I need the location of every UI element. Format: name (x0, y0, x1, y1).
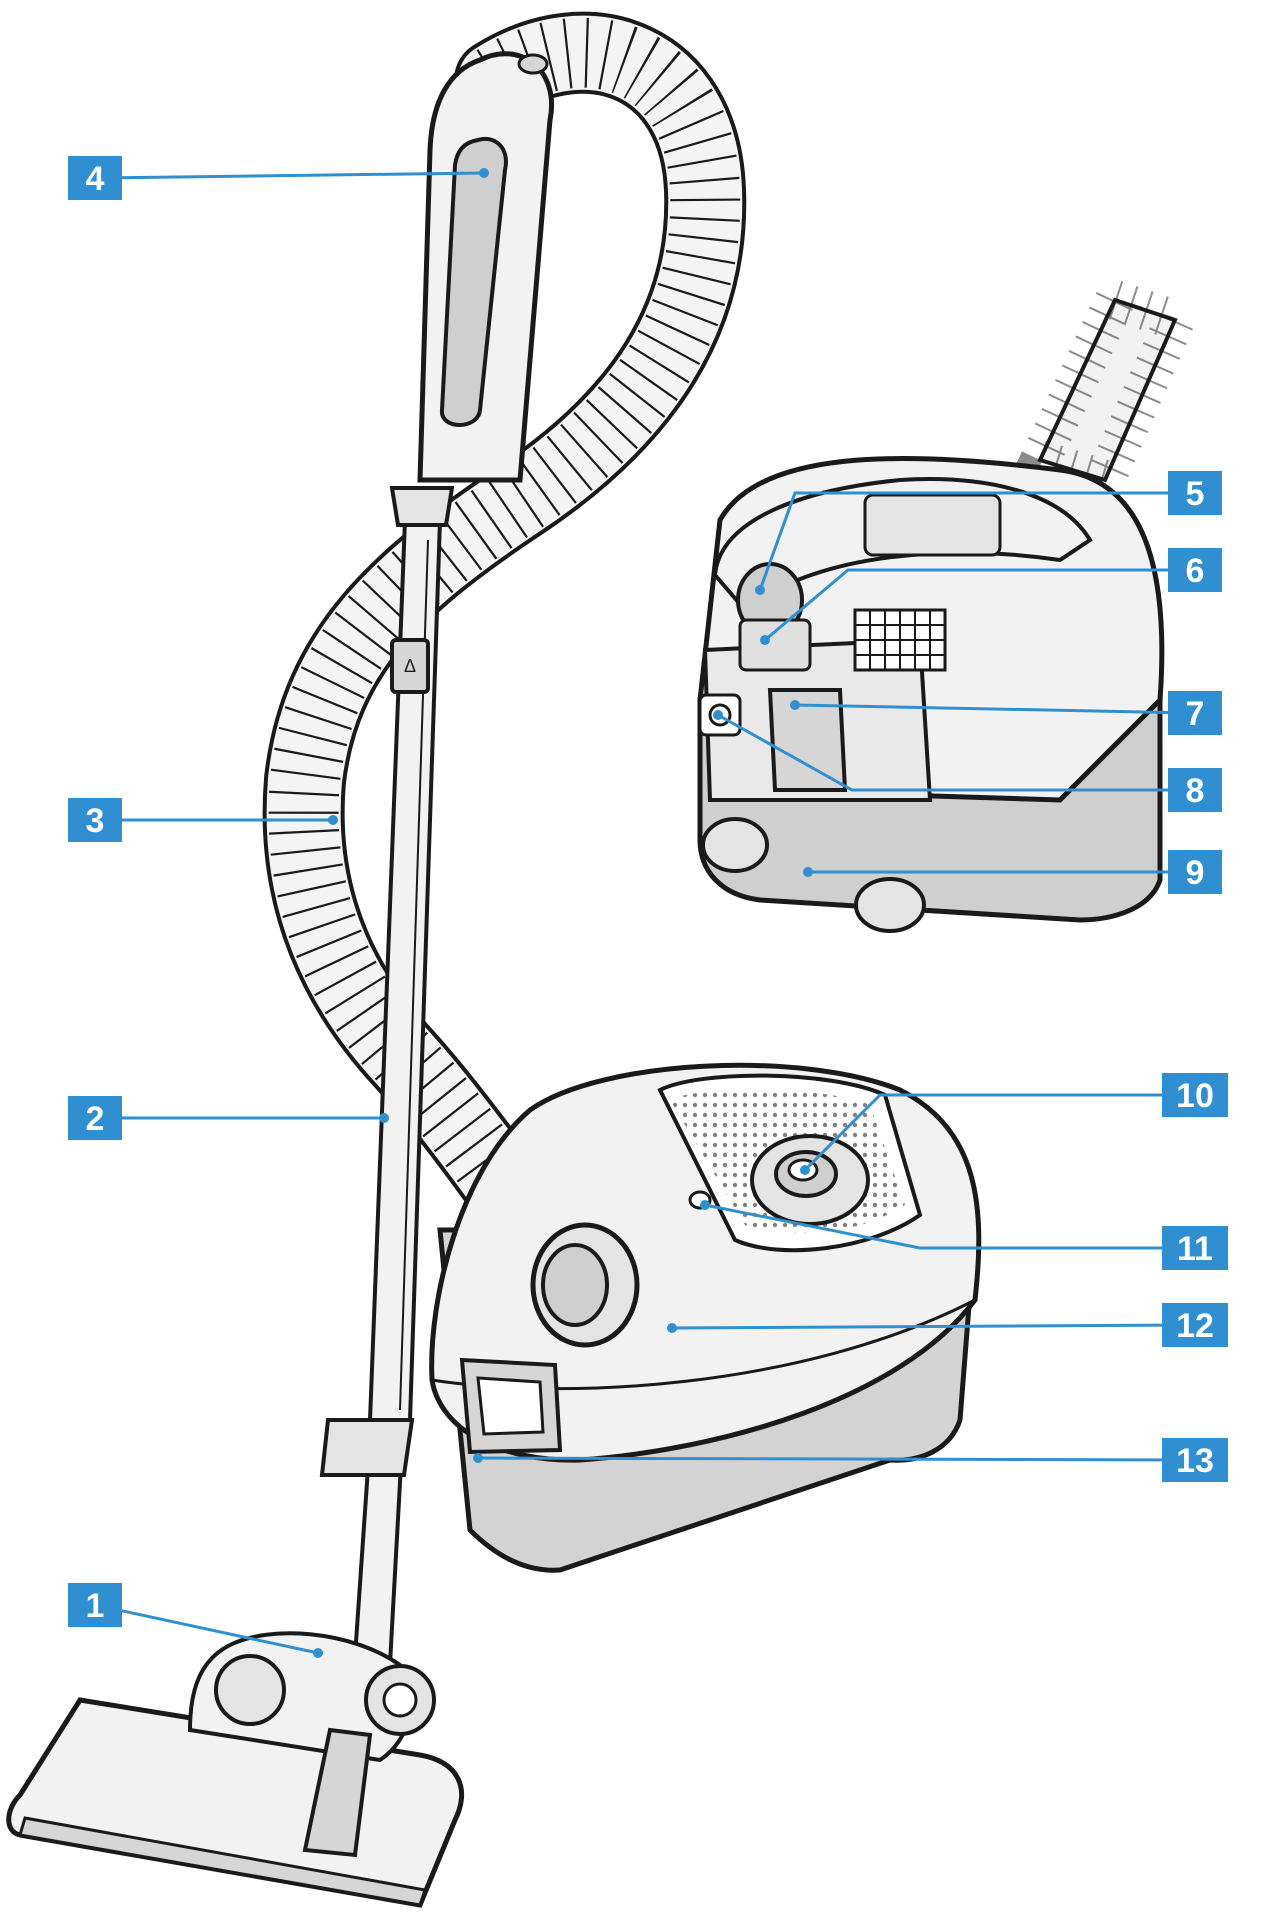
leader-line (803, 1093, 1195, 1172)
leader-line (794, 703, 1196, 715)
open-appliance-drawing (697, 275, 1203, 933)
svg-text:Δ: Δ (404, 656, 416, 676)
callout-2-telescopic-tube: 2 (68, 1096, 389, 1140)
callout-number: 12 (1176, 1307, 1214, 1345)
callout-7-motor-filter: 7 (790, 691, 1222, 735)
callout-badge (68, 798, 122, 842)
callout-5-dust-bag-holder: 5 (755, 471, 1222, 595)
callout-3-suction-hose: 3 (68, 798, 338, 842)
callout-badge (1162, 1303, 1228, 1347)
callout-number: 6 (1186, 552, 1205, 590)
callout-badge (1168, 471, 1222, 515)
callout-badge (1162, 1073, 1228, 1117)
callout-badge (1162, 1226, 1228, 1270)
callout-number: 13 (1176, 1442, 1214, 1480)
leader-line (764, 568, 1195, 642)
callout-11-filter-change-indicator: 11 (700, 1200, 1228, 1270)
callout-number: 1 (86, 1587, 105, 1625)
callout-4-hose-handle: 4 (68, 156, 489, 200)
callout-10-on-off-power-dial: 10 (800, 1073, 1228, 1175)
callout-number: 10 (1176, 1077, 1214, 1115)
callout-badge (68, 1583, 122, 1627)
leader-dot (328, 815, 338, 825)
leader-dot (760, 635, 770, 645)
callout-badge (68, 1096, 122, 1140)
leader-dot (667, 1323, 677, 1333)
callout-12-appliance-body: 12 (667, 1303, 1228, 1347)
callout-13-carrying-handle: 13 (473, 1438, 1228, 1482)
leader-dot (379, 1113, 389, 1123)
callout-9-base: 9 (803, 850, 1222, 894)
callout-badge (1168, 768, 1222, 812)
leader-dot (803, 867, 813, 877)
leader-line (477, 1456, 1196, 1462)
leader-dot (700, 1200, 710, 1210)
callout-8-bag-lock: 8 (713, 710, 1222, 812)
callout-badge (1168, 548, 1222, 592)
leader-dot (790, 700, 800, 710)
callout-badge (1168, 850, 1222, 894)
callout-number: 2 (86, 1100, 105, 1138)
callout-1-floor-nozzle: 1 (68, 1583, 323, 1658)
leader-line (758, 491, 1195, 591)
callout-number: 5 (1186, 475, 1205, 513)
leader-line (671, 1323, 1196, 1330)
callout-number: 8 (1186, 772, 1205, 810)
leader-dot (313, 1648, 323, 1658)
callout-6-dust-bag: 6 (760, 548, 1222, 645)
callout-badge (68, 156, 122, 200)
callout-number: 11 (1177, 1230, 1213, 1268)
closed-appliance-drawing (429, 1062, 982, 1573)
leader-line (704, 1203, 1195, 1250)
leader-dot (713, 710, 723, 720)
leader-line (94, 171, 485, 180)
callout-number: 4 (86, 160, 105, 198)
leader-line (94, 1603, 319, 1655)
leader-dot (473, 1453, 483, 1463)
leader-line (717, 713, 1195, 792)
leader-dot (755, 585, 765, 595)
callout-number: 9 (1186, 854, 1205, 892)
floor-nozzle-drawing (6, 1631, 465, 1908)
leader-dot (800, 1165, 810, 1175)
leader-dot (479, 168, 489, 178)
callout-number: 7 (1186, 695, 1205, 733)
callout-number: 3 (86, 802, 105, 840)
callout-badge (1168, 691, 1222, 735)
callout-badge (1162, 1438, 1228, 1482)
